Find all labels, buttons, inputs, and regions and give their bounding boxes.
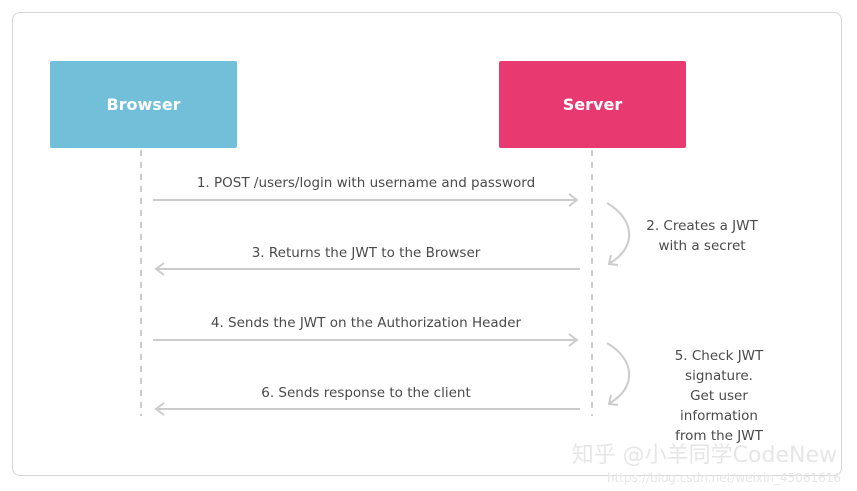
watermark-text: 知乎 @小羊同学CodeNew: [571, 443, 837, 468]
watermark-url: https://blog.csdn.net/weixin_45061616: [606, 471, 841, 485]
message-3-arrow: [154, 262, 580, 276]
message-6-arrow: [154, 402, 580, 416]
self-loop-step-5: [606, 342, 631, 406]
note-step-5-line-3: from the JWT: [675, 428, 763, 444]
note-step-2-line-2: with a secret: [658, 238, 746, 254]
note-step-5-line-1: 5. Check JWT signature.: [674, 348, 764, 384]
note-step-5: 5. Check JWT signature. Get user informa…: [650, 346, 788, 446]
message-4-label: 4. Sends the JWT on the Authorization He…: [210, 315, 522, 331]
note-step-5-line-2: Get user information: [680, 388, 758, 424]
message-4-arrow: [153, 333, 579, 347]
server-actor-label: Server: [562, 95, 623, 114]
browser-actor-box: Browser: [50, 61, 237, 148]
message-1-arrow: [153, 193, 579, 207]
browser-actor-label: Browser: [106, 95, 181, 114]
note-step-2-line-1: 2. Creates a JWT: [646, 218, 758, 234]
message-6-label: 6. Sends response to the client: [261, 385, 471, 401]
self-loop-step-2: [606, 202, 631, 266]
message-1-label: 1. POST /users/login with username and p…: [196, 175, 536, 191]
message-3-label: 3. Returns the JWT to the Browser: [251, 245, 481, 261]
note-step-2: 2. Creates a JWT with a secret: [646, 216, 758, 256]
server-actor-box: Server: [499, 61, 686, 148]
